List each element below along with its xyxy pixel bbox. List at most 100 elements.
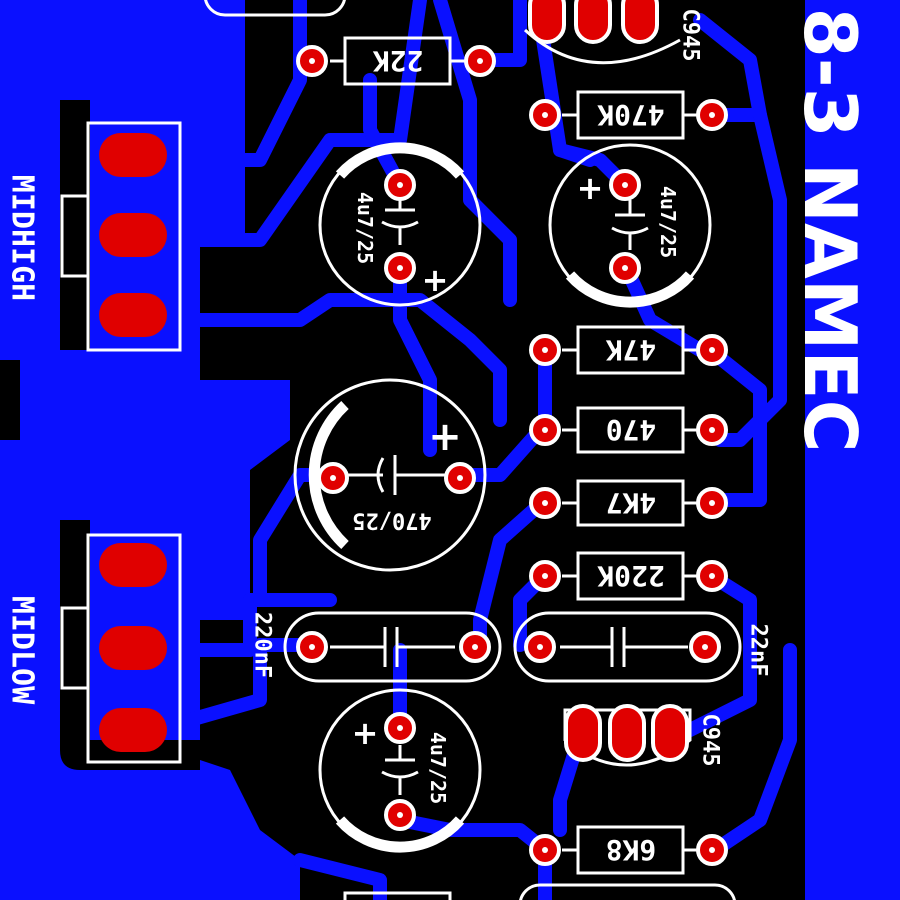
- electrolytic-label: 4u7/25: [426, 732, 450, 804]
- cap-symbols: [330, 200, 649, 795]
- resistor-leads: [330, 59, 697, 852]
- pad-drill-hole: [309, 58, 315, 64]
- cap-symbol: [330, 455, 450, 495]
- trace: [393, 263, 437, 457]
- trace: [183, 293, 507, 427]
- resistor-label: 470: [606, 414, 657, 447]
- resistor-label: 220K: [597, 560, 665, 593]
- pot-label-midhigh: MIDHIGH: [5, 175, 40, 301]
- polarity-arcs: [308, 142, 695, 853]
- resistor-label: 470K: [597, 99, 665, 132]
- transistor-pad: [651, 704, 689, 762]
- resistor-label: 4K7: [606, 487, 657, 520]
- resistor-label: 22K: [373, 45, 424, 78]
- pad-drill-hole: [397, 725, 403, 731]
- electrolytic-label: 4u7/25: [353, 192, 377, 264]
- film-cap-220nf-outline: [283, 611, 502, 683]
- pot-pad: [99, 213, 167, 257]
- board-title: 8-3 NAMEC: [788, 8, 872, 453]
- pad-drill-hole: [542, 847, 548, 853]
- silkscreen-outlines: [60, 0, 742, 900]
- pad-drill-hole: [542, 347, 548, 353]
- bottom-partial-cap: [519, 883, 736, 900]
- pad-drill-hole: [457, 475, 463, 481]
- trace: [693, 13, 767, 122]
- pot-pad: [99, 543, 167, 587]
- bottom-partial-resistor: [343, 891, 452, 900]
- pad-drill-hole: [709, 112, 715, 118]
- pad-drill-hole: [702, 644, 708, 650]
- pad-drill-hole: [709, 573, 715, 579]
- transistor-label: C945: [698, 714, 723, 767]
- pot-pad: [99, 293, 167, 337]
- trace: [703, 343, 767, 507]
- trace: [393, 813, 552, 857]
- pot-pad: [99, 133, 167, 177]
- transistor-label: C945: [678, 9, 703, 62]
- pad-drill-hole: [622, 182, 628, 188]
- pad-drill-hole: [542, 573, 548, 579]
- silkscreen-text: 8-3 NAMEC MIDHIGH MIDLOW 22K 470K 47K 47…: [5, 8, 873, 867]
- film-cap-22nf-outline: [513, 611, 742, 683]
- trace: [183, 0, 307, 167]
- pad-drill-hole: [542, 427, 548, 433]
- cap-symbol: [381, 200, 419, 245]
- pad-drill-hole: [330, 475, 336, 481]
- isolation-left-upper: [60, 100, 90, 350]
- pad-drill-hole: [709, 347, 715, 353]
- film-cap-symbols: [330, 627, 688, 667]
- pot-pad: [99, 626, 167, 670]
- polarity-plus: +: [428, 414, 462, 460]
- pad-drill-hole: [622, 265, 628, 271]
- film-cap-label: 220nF: [250, 612, 275, 678]
- transistor-pad: [608, 704, 646, 762]
- pad-drill-hole: [472, 644, 478, 650]
- transistor-pad: [564, 704, 602, 762]
- pad-drill-hole: [709, 500, 715, 506]
- polarity-plus: +: [352, 714, 379, 752]
- transistor-pad: [528, 0, 566, 44]
- electrolytic-label: 4u7/25: [656, 186, 680, 258]
- pad-drill-hole: [477, 58, 483, 64]
- pads: [99, 0, 728, 866]
- transistor-pad: [621, 0, 659, 44]
- trace: [183, 0, 427, 247]
- resistor-label: 6K8: [606, 834, 657, 867]
- copper-left-upper-strip: [200, 0, 245, 245]
- pad-drill-hole: [397, 182, 403, 188]
- pad-drill-hole: [709, 427, 715, 433]
- polarity-arc: [565, 271, 695, 308]
- trace: [433, 0, 517, 307]
- transistor-pad: [574, 0, 612, 44]
- polarity-arc: [308, 400, 349, 550]
- copper-right-rail: [805, 0, 900, 900]
- trace: [683, 568, 757, 737]
- polarity-plus: +: [577, 169, 604, 207]
- pad-drill-hole: [309, 644, 315, 650]
- isolation-left-mid: [0, 360, 20, 440]
- electrolytic-c3-outline: [293, 378, 487, 572]
- electrolytic-label: 470/25: [352, 508, 431, 533]
- pad-drill-hole: [397, 812, 403, 818]
- trace: [363, 73, 407, 192]
- polarity-arc: [335, 816, 465, 853]
- pad-drill-hole: [537, 644, 543, 650]
- resistor-label: 47K: [606, 334, 657, 367]
- pot-label-midlow: MIDLOW: [5, 596, 40, 705]
- trace: [183, 593, 337, 657]
- pad-drill-hole: [397, 265, 403, 271]
- pot-midhigh-shaft: [60, 194, 90, 278]
- polarity-arc: [335, 142, 465, 179]
- pot-midlow-shaft: [60, 606, 90, 690]
- cap-symbol: [381, 745, 419, 795]
- traces: [183, 0, 797, 900]
- top-partial-cap: [204, 0, 346, 17]
- film-cap-label: 22nF: [746, 624, 771, 677]
- trace: [708, 643, 797, 857]
- pot-pad: [99, 708, 167, 752]
- pad-drill-hole: [542, 112, 548, 118]
- polarity-plus: +: [422, 261, 449, 299]
- pad-drill-hole: [709, 847, 715, 853]
- pad-drill-hole: [542, 500, 548, 506]
